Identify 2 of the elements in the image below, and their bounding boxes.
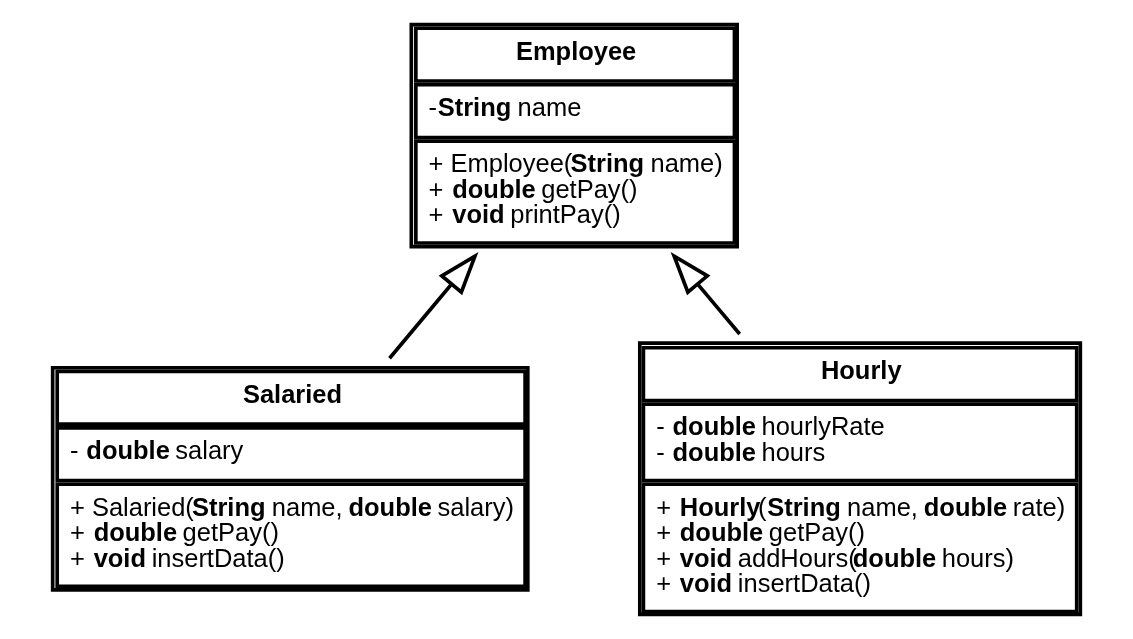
arrow	[670, 251, 742, 336]
arrow	[388, 251, 479, 360]
